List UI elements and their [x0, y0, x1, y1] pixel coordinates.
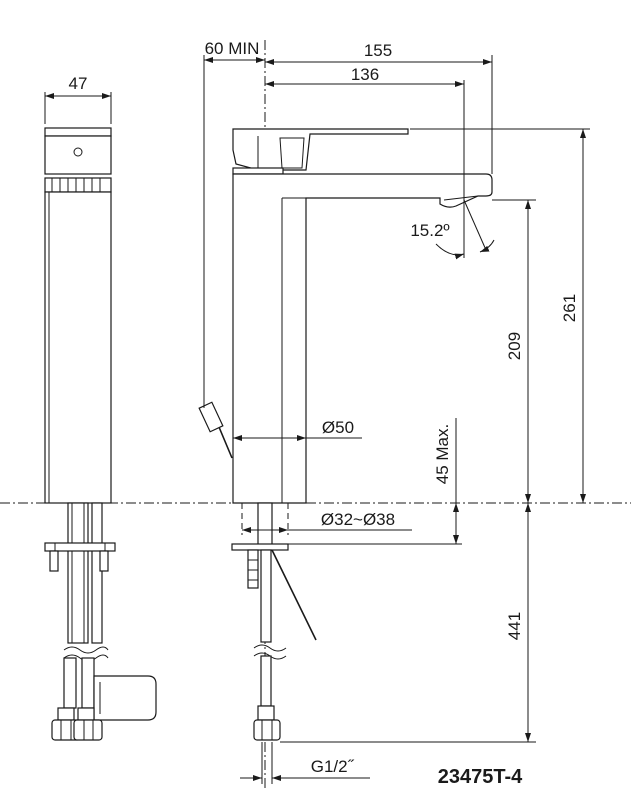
side-cartridge-box [93, 675, 157, 721]
side-handle-block [44, 135, 112, 175]
pull-knob [198, 401, 224, 433]
dim-thread-label: G1/2˝ [311, 757, 355, 776]
side-body [44, 191, 112, 504]
dim-min-clearance: 60 MIN [203, 39, 265, 408]
front-view [198, 128, 493, 741]
spout-body [232, 173, 493, 504]
side-shank [67, 502, 89, 644]
dim-spout-reach: 136 [265, 65, 465, 200]
dim-total-height: 261 [410, 128, 590, 503]
model-number: 23475T-4 [438, 766, 523, 788]
dim-min-label: 60 MIN [205, 39, 260, 58]
front-shank [257, 502, 273, 549]
side-hose-upper [91, 502, 103, 644]
dim-spout-height-label: 209 [505, 332, 524, 360]
dim-angle-label: 15.2º [410, 221, 449, 240]
side-hose-lower-b [81, 657, 95, 709]
front-hose-lower [260, 655, 272, 707]
dim-thread: G1/2˝ [240, 742, 370, 784]
dim-total-reach: 155 [265, 41, 493, 174]
dim-hole-diameter: Ø32~Ø38 [241, 503, 412, 535]
dim-reach-label: 155 [364, 41, 392, 60]
dim-total-height-label: 261 [560, 294, 579, 322]
side-bolt-right [99, 550, 109, 572]
dim-hole-label: Ø32~Ø38 [321, 510, 395, 529]
side-bolt-left [49, 550, 59, 572]
dim-hose-length: 441 [280, 503, 536, 743]
front-connector [257, 705, 275, 721]
lever-handle [232, 128, 409, 171]
dim-max-label: 45 Max. [433, 424, 452, 484]
dim-hose-label: 441 [505, 612, 524, 640]
dim-width-side: 47 [44, 74, 112, 124]
dim-spout-angle: 15.2º [410, 199, 495, 260]
front-bolt [247, 549, 259, 589]
dim-width-label: 47 [69, 74, 88, 93]
handle-base [232, 167, 284, 175]
dim-spout-height: 209 [492, 199, 536, 503]
side-view [44, 127, 157, 741]
front-hex-nut [253, 719, 281, 741]
side-hex-nut-b [73, 719, 103, 741]
side-connector-b [77, 707, 95, 721]
dim-max-deck: 45 Max. [288, 418, 462, 545]
dim-body-diameter: Ø50 [233, 418, 362, 441]
drain-rod [271, 549, 317, 641]
side-connector-a [57, 707, 75, 721]
handle-indicator-dot [73, 147, 83, 157]
side-mounting-nut [44, 542, 116, 552]
dim-spout-reach-label: 136 [351, 65, 379, 84]
front-mounting-plate [231, 543, 289, 551]
side-handle-cap [44, 127, 112, 137]
side-hose-lower-a [63, 657, 77, 709]
side-aerator-band [44, 177, 112, 193]
front-hose-upper [260, 549, 272, 643]
dim-diameter-label: Ø50 [322, 418, 354, 437]
